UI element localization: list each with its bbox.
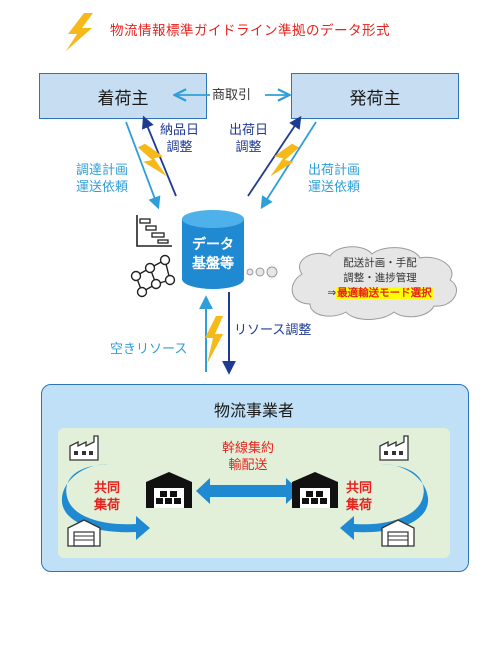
lightning-icon (66, 13, 93, 51)
free-resource-label: 空きリソース (110, 342, 188, 357)
resource-adjust-label: リソース調整 (234, 323, 312, 338)
storehouse-icon (381, 519, 415, 547)
lightning-icon (270, 143, 300, 177)
storehouse-icon (67, 519, 101, 547)
joint-collection-arrow-right (340, 464, 429, 540)
database-label: データ基盤等 (192, 237, 234, 272)
cloud-line-3-prefix: ⇒ (327, 287, 337, 299)
shipping-plan-label: 出荷計画運送依頼 (308, 163, 361, 195)
shipping-date-arrow (247, 115, 302, 197)
cloud-line-2: 調整・進捗管理 (343, 272, 417, 284)
database-cylinder (182, 210, 244, 289)
joint-collection-label-left: 共同集荷 (94, 481, 121, 513)
network-icon (130, 254, 176, 298)
delivery-date-label: 納品日調整 (160, 123, 200, 155)
thought-cloud (246, 246, 457, 320)
shipper-label: 発荷主 (349, 88, 401, 109)
cloud-line-1: 配送計画・手配 (343, 257, 417, 269)
consignee-label: 着荷主 (97, 88, 149, 109)
warehouse-icon (292, 472, 338, 508)
factory-icon (379, 435, 409, 461)
cloud-text: 配送計画・手配 調整・進捗管理 ⇒最適輸送モード選択 (300, 256, 460, 301)
optimal-mode-highlight: 最適輸送モード選択 (336, 287, 433, 299)
trunk-label: 幹線集約輸配送 (221, 441, 274, 473)
factory-icon (69, 435, 99, 461)
page-title: 物流情報標準ガイドライン準拠のデータ形式 (110, 23, 390, 39)
procurement-arrow (125, 121, 161, 210)
shipper-box: 発荷主 (291, 73, 459, 119)
logistics-operator-title: 物流事業者 (213, 401, 294, 420)
lightning-icon (137, 143, 167, 177)
trunk-double-arrow (196, 478, 300, 504)
gantt-chart-icon (136, 215, 172, 247)
warehouse-icon (146, 472, 192, 508)
trade-label: 商取引 (212, 88, 252, 103)
shipping-date-label: 出荷日調整 (229, 123, 269, 155)
procurement-label: 調達計画運送依頼 (76, 163, 129, 195)
joint-collection-label-right: 共同集荷 (346, 481, 373, 513)
lightning-icon (205, 316, 223, 364)
